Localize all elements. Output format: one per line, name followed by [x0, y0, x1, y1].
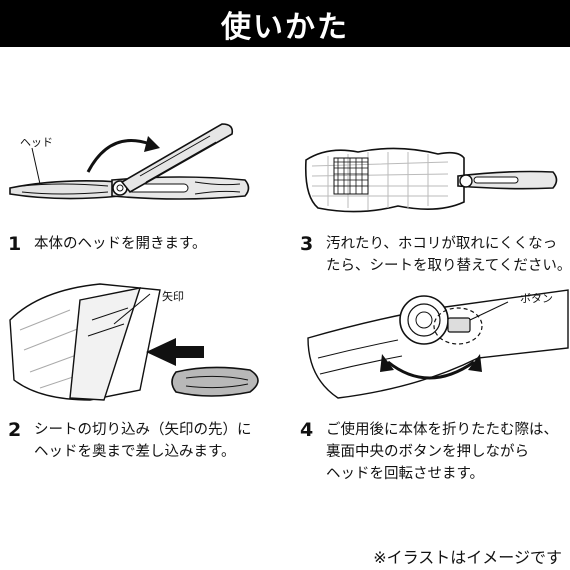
illustration-dirty-sheet [304, 147, 558, 213]
step-text-line: 本体のヘッドを開きます。 [34, 236, 207, 252]
step-text-line: 汚れたり、ホコリが取れにくくなっ [326, 236, 558, 252]
step-text-line: シートの切り込み（矢印の先）に [34, 422, 252, 438]
label-button: ボタン [520, 292, 553, 305]
illustration-fold-rotate [307, 289, 569, 399]
page-header: 使いかた [0, 0, 570, 47]
step-number: 2 [8, 419, 22, 441]
illustration-insert-head [9, 283, 259, 401]
step-number: 3 [300, 233, 314, 255]
step-text-line: ヘッドを奥まで差し込みます。 [34, 444, 236, 460]
step-number: 1 [8, 233, 22, 255]
step-number: 4 [300, 419, 314, 441]
step-text-line: ご使用後に本体を折りたたむ際は、 [326, 422, 558, 438]
page-title: 使いかた [221, 9, 349, 45]
label-arrow-mark: 矢印 [162, 290, 184, 303]
illustration-open-head [9, 123, 250, 200]
step-text-line: ヘッドを回転させます。 [326, 466, 485, 482]
label-head: ヘッド [20, 136, 53, 149]
illustration-note: ※イラストはイメージです [373, 548, 562, 567]
step-text-line: 裏面中央のボタンを押しながら [326, 444, 529, 460]
step-text-line: たら、シートを取り替えてください。 [326, 258, 570, 274]
